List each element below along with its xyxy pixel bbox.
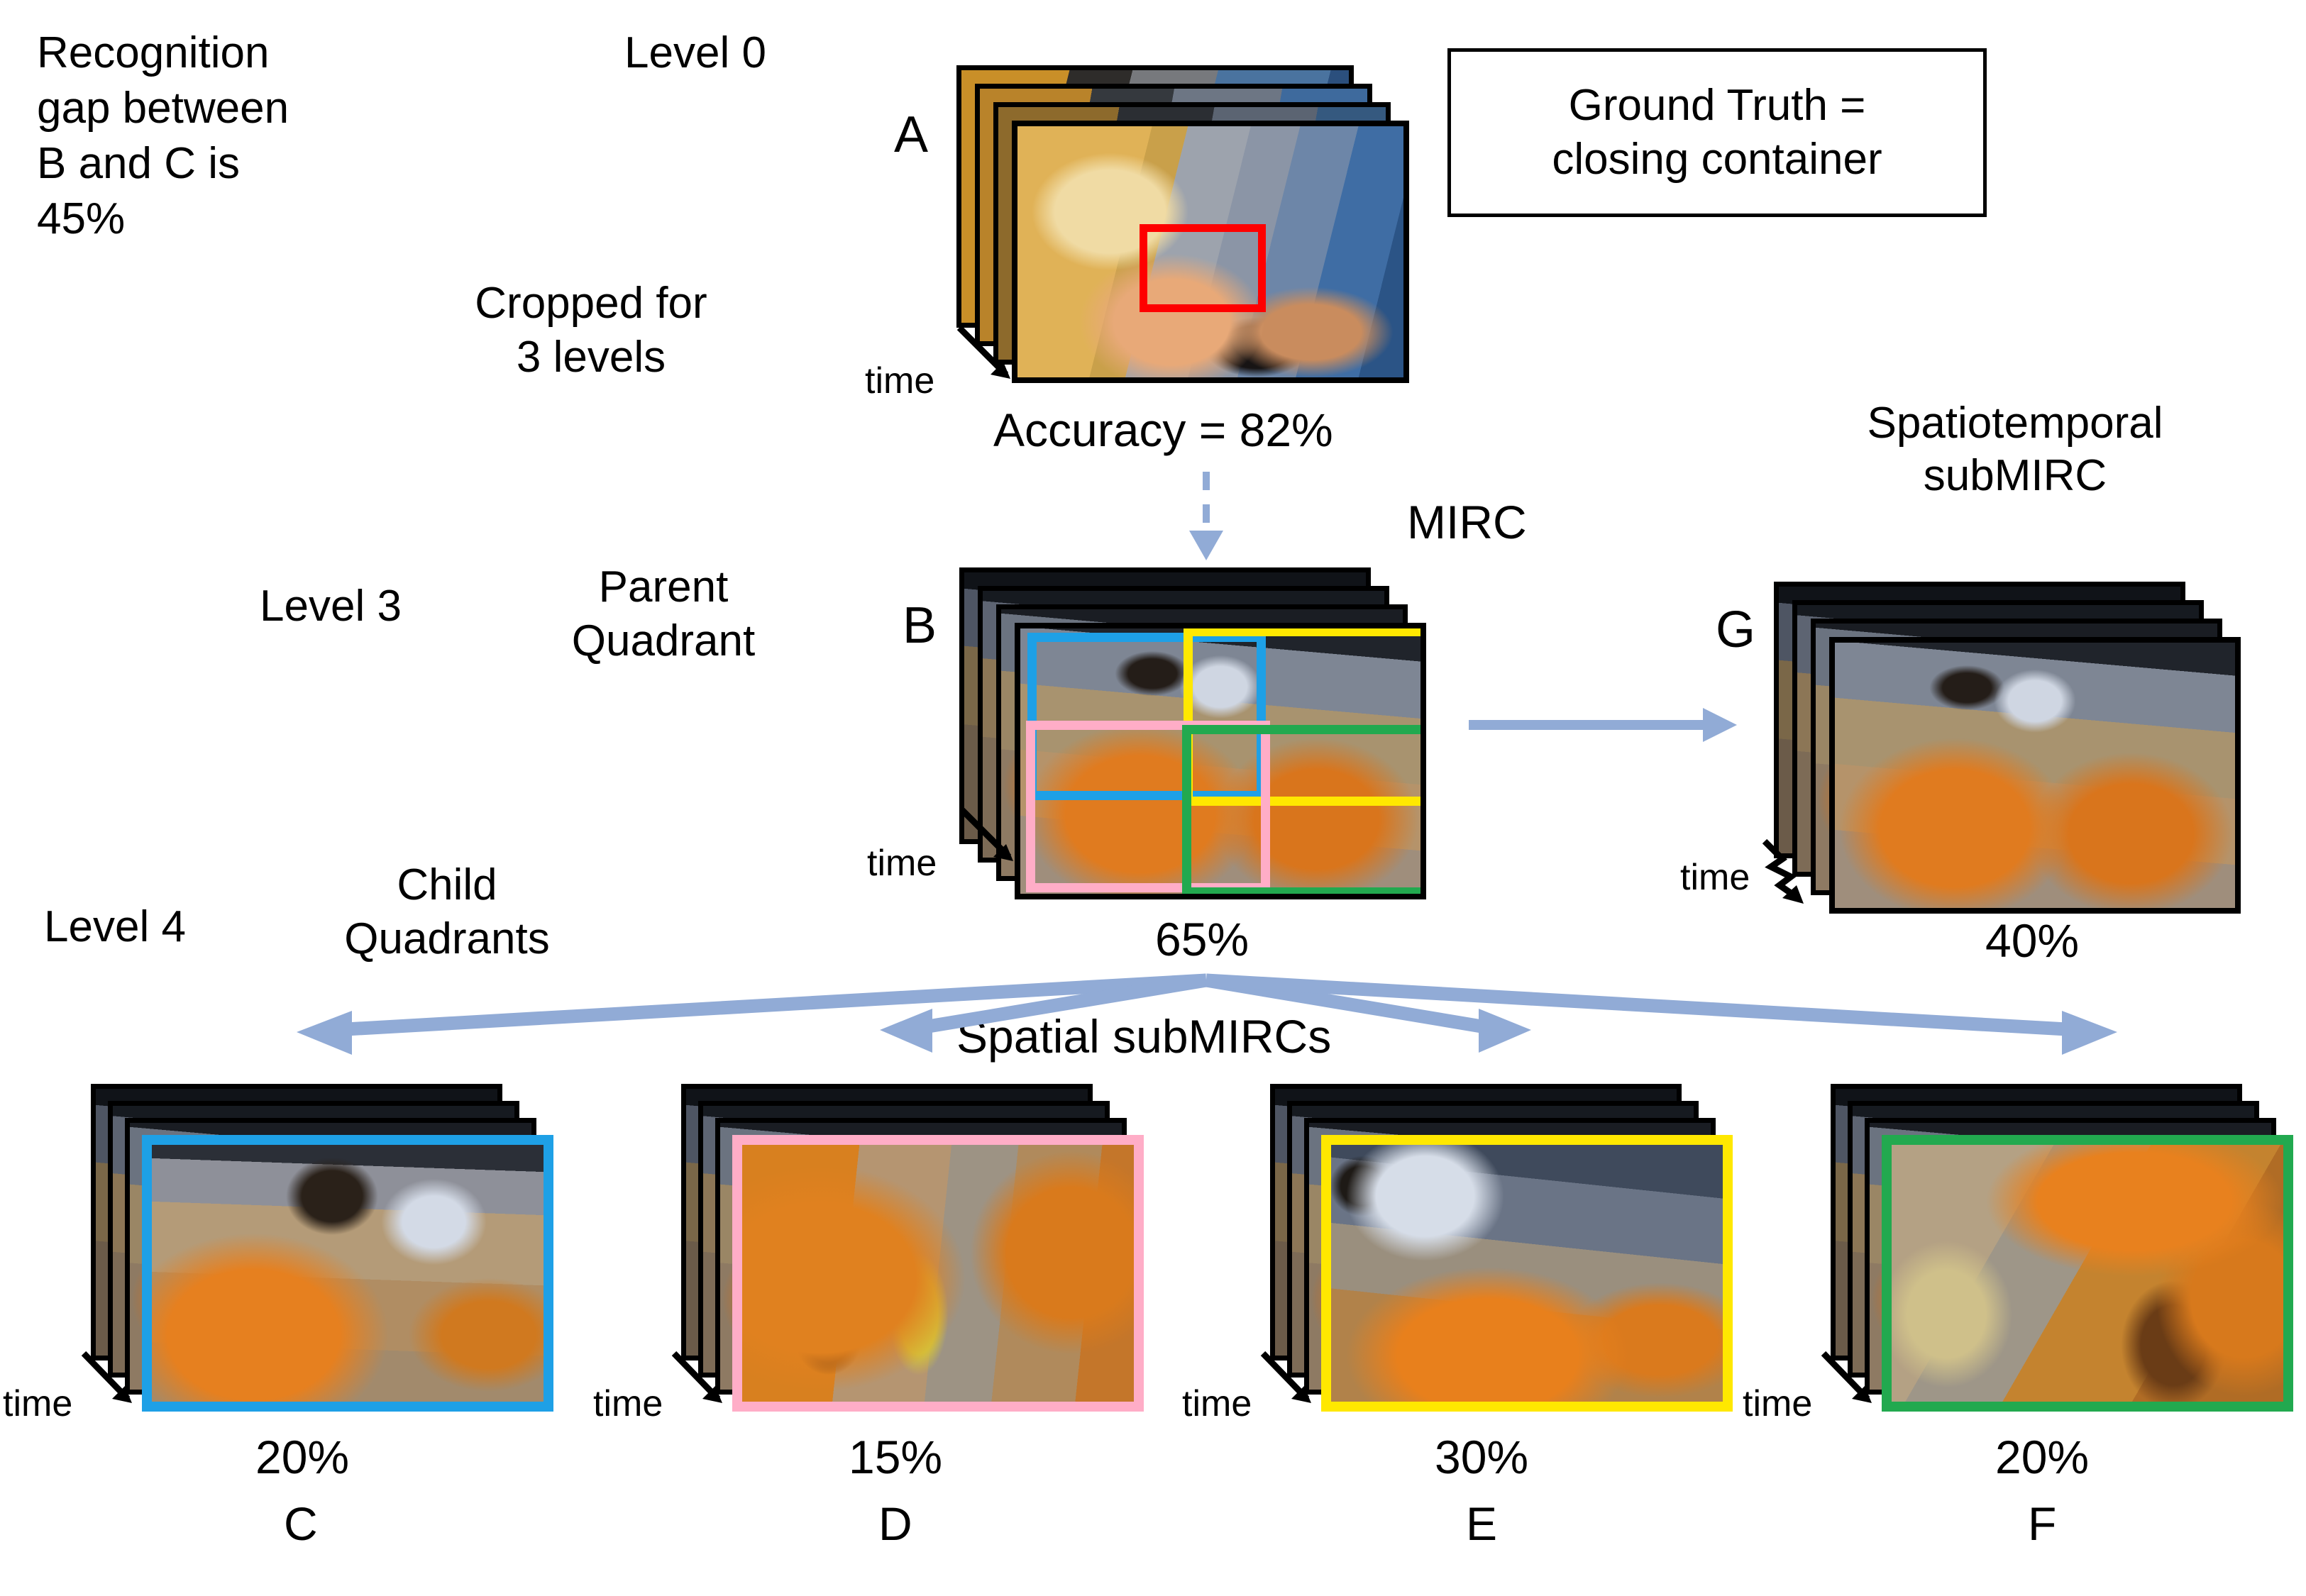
ground-truth-box: Ground Truth = closing container — [1447, 48, 1987, 217]
spatial-submircs-label: Spatial subMIRCs — [956, 1010, 1332, 1063]
frame-image — [1835, 643, 2235, 908]
level3-label: Level 3 — [260, 582, 402, 631]
panel-c-time-label: time — [3, 1383, 73, 1424]
panel-d-time-label: time — [593, 1383, 663, 1424]
level0-label: Level 0 — [624, 28, 766, 77]
frame-sheet-front — [1882, 1135, 2293, 1412]
panel-c-accuracy: 20% — [255, 1431, 350, 1483]
panel-b-letter: B — [903, 597, 937, 654]
frame-sheet-front — [1012, 121, 1409, 383]
panel-c-letter: C — [284, 1497, 318, 1550]
panel-d-stack — [681, 1084, 1149, 1417]
panel-e-stack — [1270, 1084, 1738, 1417]
panel-f-letter: F — [2028, 1497, 2057, 1550]
frame-sheet-front — [1829, 637, 2241, 914]
panel-d-accuracy: 15% — [849, 1431, 943, 1483]
quadrant-box-green — [1182, 725, 1420, 894]
child-quadrants-label: Child Quadrants — [344, 860, 550, 963]
panel-b-stack — [959, 567, 1428, 901]
panel-f-accuracy: 20% — [1995, 1431, 2090, 1483]
ground-truth-text: Ground Truth = closing container — [1552, 81, 1882, 184]
spatiotemporal-submirc-label: Spatiotemporal subMIRC — [1867, 399, 2163, 501]
panel-b-accuracy: 65% — [1155, 913, 1249, 965]
panel-e-time-label: time — [1182, 1383, 1252, 1424]
frame-sheet-front — [732, 1135, 1144, 1412]
panel-g-stack — [1774, 582, 2242, 915]
panel-g-letter: G — [1716, 602, 1756, 658]
panel-b-time-label: time — [867, 843, 937, 884]
frame-sheet-front — [1321, 1135, 1733, 1412]
mirc-label: MIRC — [1407, 496, 1527, 548]
frame-image — [1331, 1145, 1723, 1402]
panel-g-accuracy: 40% — [1985, 914, 2080, 967]
panel-g-time-label: time — [1680, 857, 1750, 898]
panel-a-stack — [956, 65, 1411, 384]
frame-image — [1892, 1145, 2283, 1402]
frame-image — [1020, 628, 1420, 894]
panel-a-letter: A — [894, 106, 929, 163]
panel-a-time-label: time — [865, 360, 935, 401]
panel-f-stack — [1831, 1084, 2299, 1417]
roi-red-box — [1140, 224, 1266, 312]
panel-e-accuracy: 30% — [1435, 1431, 1529, 1483]
frame-image — [1017, 126, 1403, 377]
cropped-for-label: Cropped for 3 levels — [475, 279, 707, 382]
frame-image — [742, 1145, 1134, 1402]
frame-image — [152, 1145, 544, 1402]
panel-e-letter: E — [1466, 1497, 1498, 1550]
panel-d-letter: D — [878, 1497, 912, 1550]
panel-c-stack — [91, 1084, 559, 1417]
level4-label: Level 4 — [44, 902, 186, 951]
recognition-gap-note: Recognition gap between B and C is 45% — [37, 28, 289, 244]
frame-sheet-front — [1015, 623, 1426, 899]
panel-f-time-label: time — [1743, 1383, 1813, 1424]
panel-a-accuracy: Accuracy = 82% — [993, 404, 1333, 456]
frame-sheet-front — [142, 1135, 553, 1412]
parent-quadrant-label: Parent Quadrant — [571, 563, 756, 665]
